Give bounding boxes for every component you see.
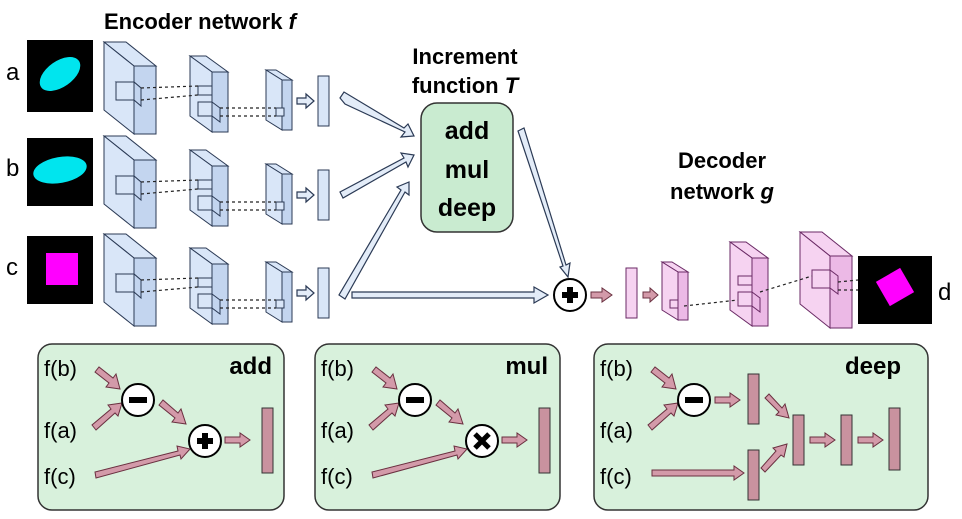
plus-icon: [553, 278, 587, 312]
panel-add-fb: f(b): [44, 356, 77, 381]
decoder-title-line1: Decoder: [678, 148, 766, 173]
panel-add: add f(b) f(a) f(c): [37, 343, 285, 511]
input-image-c: [27, 236, 93, 304]
minus-icon: [677, 383, 711, 417]
output-image-d: [858, 256, 932, 324]
increment-option-add: add: [445, 117, 489, 145]
panel-deep-fb: f(b): [600, 356, 633, 381]
increment-to-plus-arrow: [517, 127, 571, 279]
increment-option-deep: deep: [438, 194, 496, 222]
minus-icon: [121, 383, 155, 417]
encoder-row-c: [102, 232, 330, 328]
panel-mul: mul f(b) f(a) f(c): [314, 343, 561, 511]
decoder-network: [590, 230, 859, 330]
output-label-d: d: [938, 279, 951, 306]
panel-add-fc: f(c): [44, 464, 76, 489]
increment-option-mul: mul: [445, 156, 489, 184]
panel-add-fa: f(a): [44, 418, 77, 443]
plus-icon: [188, 424, 222, 458]
times-icon: [465, 424, 499, 458]
increment-title-line1: Increment: [412, 44, 518, 69]
panel-mul-title: mul: [505, 353, 548, 380]
panel-mul-fc: f(c): [321, 464, 353, 489]
input-label-a: a: [6, 59, 20, 86]
decoder-title-line2: network g: [670, 179, 774, 204]
panel-mul-fa: f(a): [321, 418, 354, 443]
panel-deep-fa: f(a): [600, 418, 633, 443]
panel-mul-fb: f(b): [321, 356, 354, 381]
encoder-to-increment-arrows: [338, 91, 550, 305]
input-image-a: [27, 40, 93, 112]
encoder-row-a: [102, 40, 330, 136]
input-label-b: b: [6, 155, 19, 182]
input-image-b: [27, 138, 93, 206]
panel-add-title: add: [229, 353, 272, 380]
panel-deep: deep f(b) f(a) f(c): [593, 343, 929, 511]
increment-title-line2: function T: [412, 73, 520, 98]
panel-deep-fc: f(c): [600, 464, 632, 489]
panel-deep-title: deep: [845, 353, 901, 380]
minus-icon: [398, 383, 432, 417]
increment-function-box: add mul deep: [420, 102, 514, 233]
encoder-row-b: [102, 134, 330, 230]
input-label-c: c: [6, 254, 18, 281]
encoder-title: Encoder network f: [104, 9, 299, 34]
